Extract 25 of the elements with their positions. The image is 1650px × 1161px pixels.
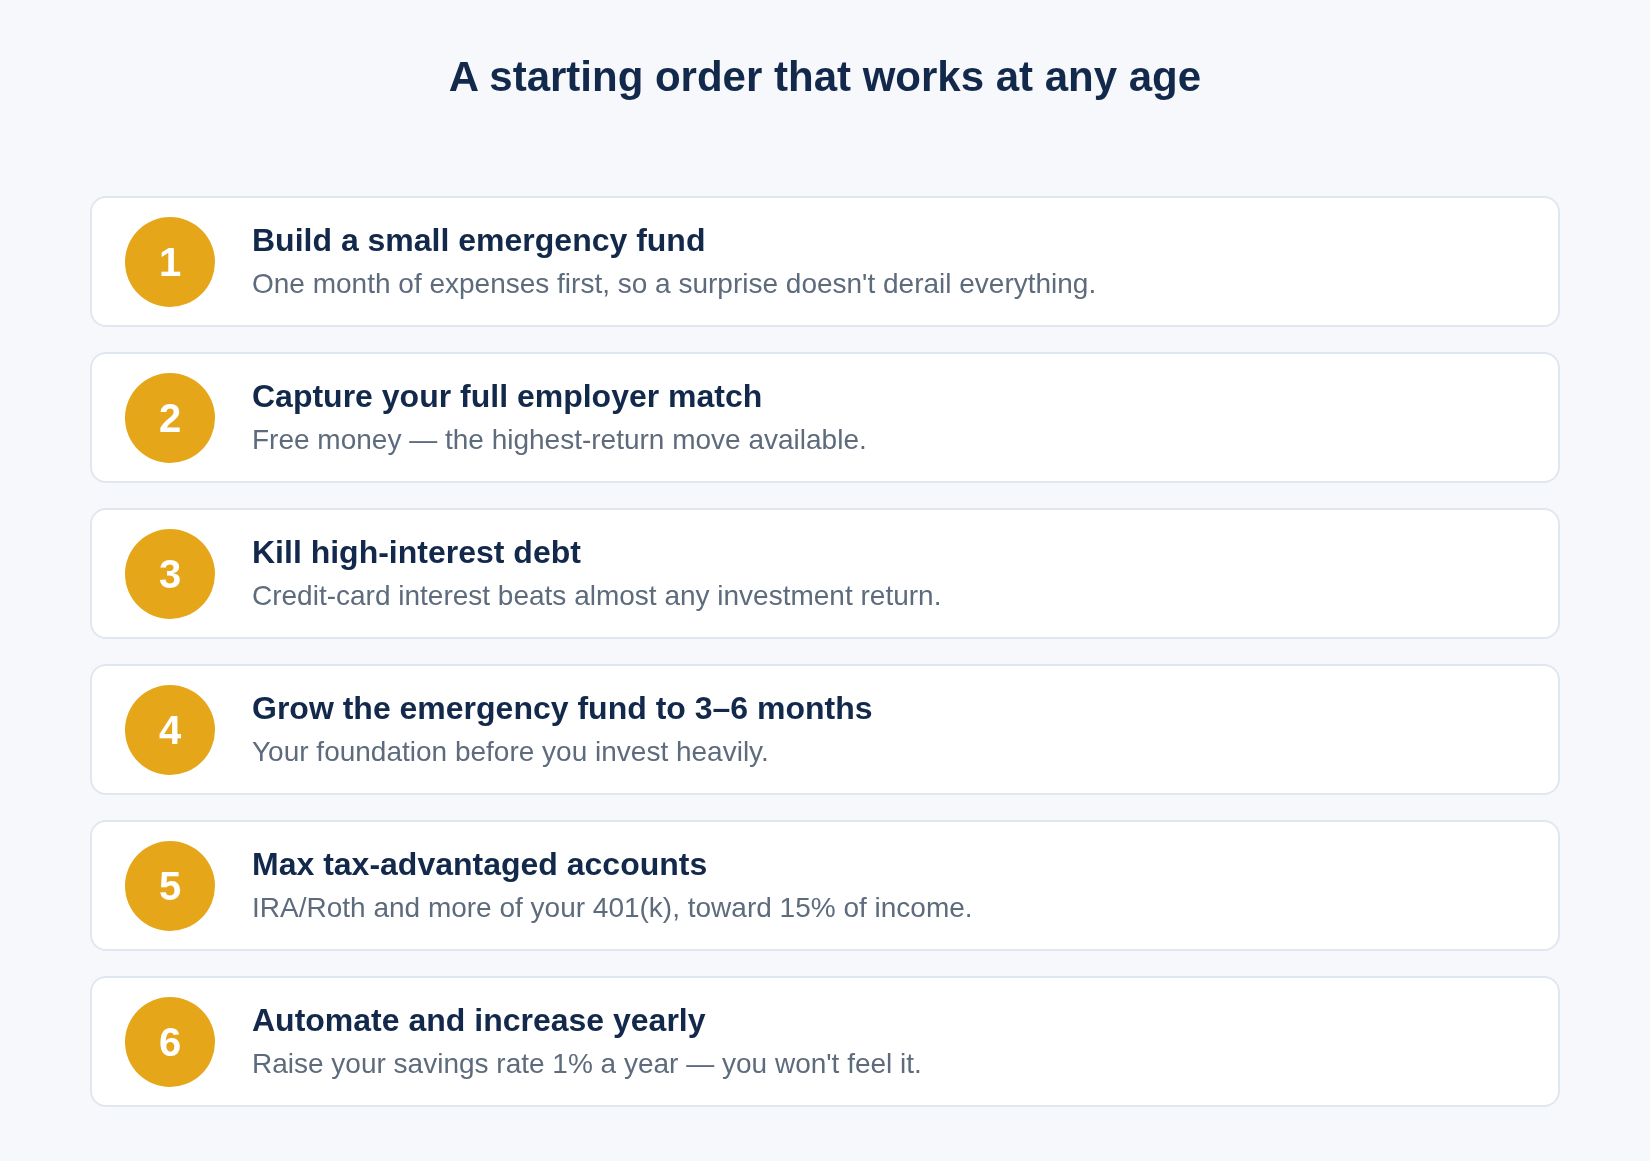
step-number: 3 bbox=[125, 529, 215, 619]
step-heading: Grow the emergency fund to 3–6 months bbox=[252, 690, 873, 727]
step-description: Your foundation before you invest heavily. bbox=[252, 736, 769, 769]
step-card bbox=[90, 352, 1560, 483]
step-number: 6 bbox=[125, 997, 215, 1087]
step-description: IRA/Roth and more of your 401(k), toward 15% of income. bbox=[252, 892, 973, 925]
step-heading: Max tax-advantaged accounts bbox=[252, 846, 708, 883]
step-heading: Capture your full employer match bbox=[252, 378, 763, 415]
step-number: 2 bbox=[125, 373, 215, 463]
step-heading: Automate and increase yearly bbox=[252, 1002, 706, 1039]
step-heading: Build a small emergency fund bbox=[252, 222, 706, 259]
step-description: Credit-card interest beats almost any investment return. bbox=[252, 580, 942, 613]
step-number: 4 bbox=[125, 685, 215, 775]
step-card bbox=[90, 976, 1560, 1107]
step-description: Raise your savings rate 1% a year — you won't feel it. bbox=[252, 1048, 922, 1081]
step-description: Free money — the highest-return move available. bbox=[252, 424, 867, 457]
step-card bbox=[90, 196, 1560, 327]
page-title: A starting order that works at any age bbox=[448, 52, 1202, 102]
step-card bbox=[90, 508, 1560, 639]
step-card bbox=[90, 664, 1560, 795]
step-card bbox=[90, 820, 1560, 951]
step-heading: Kill high-interest debt bbox=[252, 534, 581, 571]
step-number: 5 bbox=[125, 841, 215, 931]
step-description: One month of expenses first, so a surprise doesn't derail everything. bbox=[252, 268, 1097, 301]
step-number: 1 bbox=[125, 217, 215, 307]
